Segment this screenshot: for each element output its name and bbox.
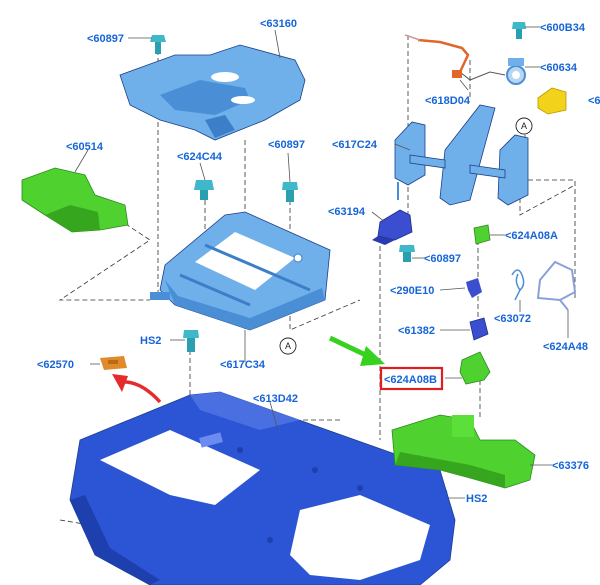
highlight-box-624a08b <box>379 366 444 391</box>
part-63194-bracket <box>372 209 413 245</box>
label-613d42[interactable]: <613D42 <box>253 393 298 405</box>
part-624a08b-clip <box>459 351 491 385</box>
label-60897-top[interactable]: <60897 <box>87 33 124 45</box>
label-62570[interactable]: <62570 <box>37 359 74 371</box>
label-60897-mid[interactable]: <60897 <box>268 139 305 151</box>
part-63072-spring <box>511 269 525 301</box>
label-63160[interactable]: <63160 <box>260 18 297 30</box>
label-624a08b[interactable]: <624A08B <box>384 374 437 386</box>
part-63376-green-bracket <box>391 414 536 489</box>
label-624a48[interactable]: <624A48 <box>543 341 588 353</box>
green-pointer-arrow <box>328 335 385 366</box>
part-60634-ring <box>506 58 526 85</box>
part-618d04-cable <box>404 34 506 81</box>
screw-600b34 <box>512 22 526 39</box>
screw-624c44 <box>194 180 214 200</box>
part-613d42-base-frame <box>69 391 456 585</box>
part-624a08a-clip <box>473 224 491 245</box>
part-labels: <60897 <63160 <60514 <624C44 <60897 HS2 … <box>37 18 600 505</box>
label-618d04[interactable]: <618D04 <box>425 95 471 107</box>
part-63160-seat-plate <box>119 44 306 141</box>
label-63194[interactable]: <63194 <box>328 206 366 218</box>
screw-60897-mid <box>282 182 298 202</box>
label-61382[interactable]: <61382 <box>398 325 435 337</box>
part-617c34-seat-frame <box>150 211 331 331</box>
label-63072[interactable]: <63072 <box>494 313 531 325</box>
callout-a-left: A <box>279 337 297 355</box>
label-290e10[interactable]: <290E10 <box>390 285 434 297</box>
screw-60897-right <box>399 245 415 262</box>
screw-hs2-left <box>183 330 199 352</box>
red-pointer-arrow <box>112 374 162 404</box>
callout-a-right-text: A <box>521 121 527 131</box>
label-617c34[interactable]: <617C34 <box>220 359 266 371</box>
screw-60897-top <box>150 35 166 54</box>
label-6-cut[interactable]: <6 <box>588 95 600 107</box>
label-617c24[interactable]: <617C24 <box>332 139 378 151</box>
part-61382-block <box>469 317 489 341</box>
part-624a48-wire <box>536 260 577 311</box>
label-624a08a[interactable]: <624A08A <box>505 230 558 242</box>
part-62570-clip <box>100 356 127 370</box>
label-624c44[interactable]: <624C44 <box>177 151 223 163</box>
part-290e10-bracket <box>466 278 482 298</box>
label-60897-right[interactable]: <60897 <box>424 253 461 265</box>
part-60514-green-cover <box>21 167 129 233</box>
callout-a-left-text: A <box>285 341 291 351</box>
label-hs2-right[interactable]: HS2 <box>466 493 487 505</box>
callout-a-right: A <box>515 117 533 135</box>
label-hs2-left[interactable]: HS2 <box>140 335 161 347</box>
label-600b34[interactable]: <600B34 <box>540 22 586 34</box>
leader-lines <box>74 26 569 499</box>
part-617c24-seat-track <box>394 104 529 206</box>
part-yellow-cap <box>537 87 567 115</box>
label-60514[interactable]: <60514 <box>66 141 104 153</box>
label-63376[interactable]: <63376 <box>552 460 589 472</box>
label-60634[interactable]: <60634 <box>540 62 578 74</box>
